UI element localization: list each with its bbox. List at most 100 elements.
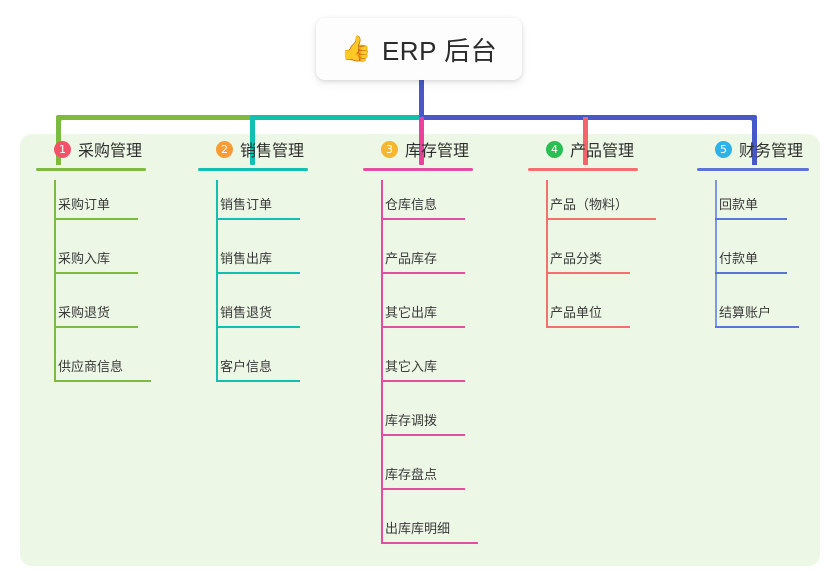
leaf-node[interactable]: 库存盘点 xyxy=(363,466,465,490)
leaf-node[interactable]: 产品单位 xyxy=(528,304,630,328)
branch-badge-3: 3 xyxy=(381,140,398,158)
connector-drop-3 xyxy=(419,117,424,165)
leaf-label: 采购退货 xyxy=(58,305,111,320)
branch-badge-1: 1 xyxy=(54,140,71,158)
branch-column-2: 2 销售管理 xyxy=(198,134,308,171)
leaf-underline xyxy=(381,218,465,220)
leaf-node[interactable]: 客户信息 xyxy=(198,358,300,382)
leaf-node[interactable]: 产品库存 xyxy=(363,250,465,274)
branch-underline-5 xyxy=(697,168,809,171)
leaf-node[interactable]: 供应商信息 xyxy=(36,358,151,382)
branch-spine-3 xyxy=(381,180,383,544)
leaf-node[interactable]: 其它出库 xyxy=(363,304,465,328)
branch-column-1: 1 采购管理 xyxy=(36,134,146,171)
leaf-label: 其它入库 xyxy=(385,359,438,374)
root-node-title: ERP 后台 xyxy=(381,35,498,66)
branch-header-5[interactable]: 5 财务管理 xyxy=(697,134,809,164)
leaf-underline xyxy=(54,380,151,382)
leaf-node[interactable]: 库存调拨 xyxy=(363,412,465,436)
connector-drop-2 xyxy=(250,117,255,165)
leaf-underline xyxy=(546,326,630,328)
leaf-node[interactable]: 产品分类 xyxy=(528,250,630,274)
branch-spine-5 xyxy=(715,180,717,328)
branch-title-5: 财务管理 xyxy=(739,143,804,160)
leaf-underline xyxy=(216,218,300,220)
leaf-underline xyxy=(54,272,138,274)
root-node-card[interactable]: 👍 ERP 后台 xyxy=(316,18,522,80)
branch-badge-5: 5 xyxy=(715,140,732,158)
thumbs-up-icon: 👍 xyxy=(340,34,372,63)
branch-title-4: 产品管理 xyxy=(570,143,635,160)
leaf-node[interactable]: 结算账户 xyxy=(697,304,799,328)
leaf-underline xyxy=(381,272,465,274)
leaf-node[interactable]: 采购订单 xyxy=(36,196,138,220)
branch-header-1[interactable]: 1 采购管理 xyxy=(36,134,146,164)
branch-spine-2 xyxy=(216,180,218,382)
leaf-label: 出库库明细 xyxy=(385,521,451,536)
branch-spine-1 xyxy=(54,180,56,382)
leaf-underline xyxy=(715,326,799,328)
leaf-label: 销售出库 xyxy=(220,251,273,266)
leaf-label: 产品（物料） xyxy=(550,197,629,212)
leaf-node[interactable]: 产品（物料） xyxy=(528,196,656,220)
leaf-underline xyxy=(546,218,656,220)
connector-drop-5 xyxy=(752,117,757,165)
leaf-label: 库存盘点 xyxy=(385,467,438,482)
branch-title-2: 销售管理 xyxy=(240,143,305,160)
branch-underline-1 xyxy=(36,168,146,171)
branch-title-3: 库存管理 xyxy=(405,143,470,160)
leaf-node[interactable]: 其它入库 xyxy=(363,358,465,382)
branch-header-2[interactable]: 2 销售管理 xyxy=(198,134,308,164)
leaf-underline xyxy=(216,380,300,382)
trunk-connector xyxy=(419,74,424,118)
branch-badge-2: 2 xyxy=(216,140,233,158)
connector-bar-blue xyxy=(419,115,757,120)
leaf-label: 其它出库 xyxy=(385,305,438,320)
leaf-node[interactable]: 出库库明细 xyxy=(363,520,478,544)
leaf-node[interactable]: 回款单 xyxy=(697,196,787,220)
leaf-label: 采购订单 xyxy=(58,197,111,212)
connector-bar-green xyxy=(56,115,256,120)
connector-drop-4 xyxy=(583,117,588,165)
leaf-node[interactable]: 销售退货 xyxy=(198,304,300,328)
leaf-label: 结算账户 xyxy=(719,305,772,320)
leaf-underline xyxy=(381,488,465,490)
branch-column-5: 5 财务管理 xyxy=(697,134,809,171)
connector-corner-left xyxy=(56,115,68,127)
leaf-underline xyxy=(381,434,465,436)
leaf-underline xyxy=(715,272,787,274)
leaf-node[interactable]: 仓库信息 xyxy=(363,196,465,220)
leaf-label: 回款单 xyxy=(719,197,759,212)
leaf-label: 产品库存 xyxy=(385,251,438,266)
branch-underline-3 xyxy=(363,168,473,171)
leaf-underline xyxy=(54,218,138,220)
leaf-underline xyxy=(54,326,138,328)
branch-spine-4 xyxy=(546,180,548,328)
leaf-label: 供应商信息 xyxy=(58,359,124,374)
leaf-underline xyxy=(216,272,300,274)
leaf-node[interactable]: 采购入库 xyxy=(36,250,138,274)
leaf-label: 销售订单 xyxy=(220,197,273,212)
diagram-panel xyxy=(20,134,820,566)
connector-bar-teal xyxy=(250,115,424,120)
leaf-label: 采购入库 xyxy=(58,251,111,266)
leaf-label: 仓库信息 xyxy=(385,197,438,212)
leaf-node[interactable]: 采购退货 xyxy=(36,304,138,328)
leaf-node[interactable]: 销售订单 xyxy=(198,196,300,220)
leaf-underline xyxy=(381,326,465,328)
branch-title-1: 采购管理 xyxy=(78,143,143,160)
leaf-underline xyxy=(381,380,465,382)
leaf-node[interactable]: 销售出库 xyxy=(198,250,300,274)
leaf-underline xyxy=(381,542,478,544)
branch-underline-2 xyxy=(198,168,308,171)
branch-header-3[interactable]: 3 库存管理 xyxy=(363,134,473,164)
connector-corner-right xyxy=(745,115,757,127)
leaf-underline xyxy=(715,218,787,220)
leaf-node[interactable]: 付款单 xyxy=(697,250,787,274)
leaf-underline xyxy=(216,326,300,328)
leaf-label: 库存调拨 xyxy=(385,413,438,428)
branch-column-3: 3 库存管理 xyxy=(363,134,473,171)
